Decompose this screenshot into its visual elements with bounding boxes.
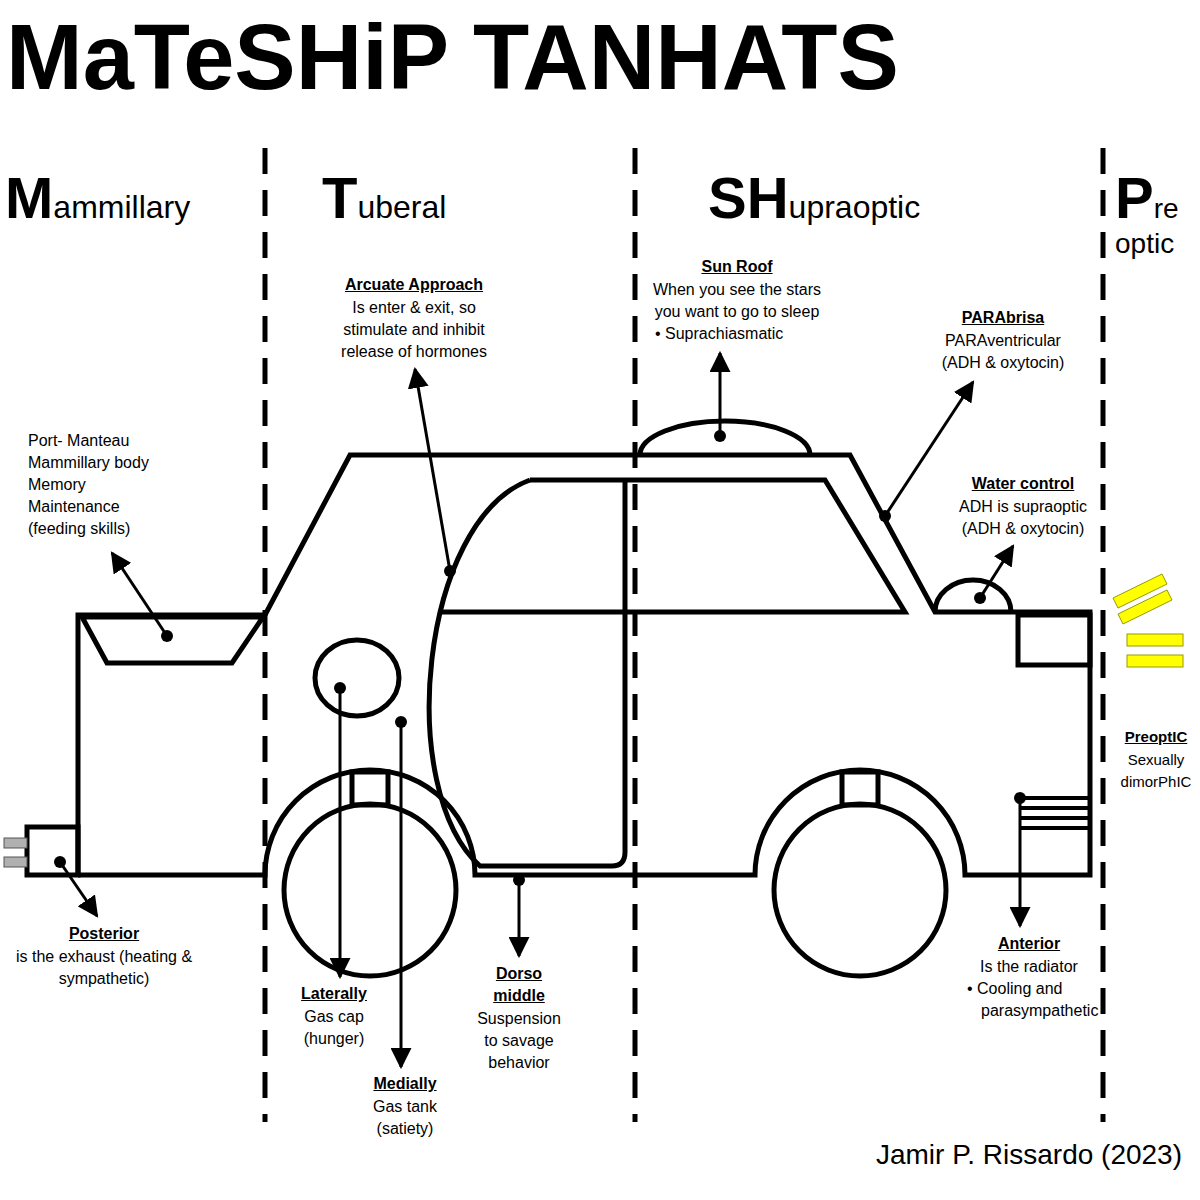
divider-line	[263, 148, 268, 1122]
car-body	[27, 421, 1090, 976]
window-line	[440, 480, 905, 612]
divider-line	[633, 148, 638, 1122]
region-initial: M	[5, 165, 53, 230]
callout-text: • Cooling and parasympathetic	[967, 978, 1095, 1022]
light-beam	[1118, 590, 1172, 624]
callout-text: ADH is supraoptic (ADH & oxytocin)	[948, 496, 1098, 540]
leader-line	[60, 862, 97, 916]
rear-wheel-mount	[352, 772, 388, 805]
callout-text: Suspension to savage behavior	[473, 1008, 565, 1074]
rear-wheel	[284, 804, 456, 976]
exhaust-pipe	[4, 838, 27, 848]
callout-heading: Anterior	[969, 933, 1089, 955]
callout-text: When you see the stars you want to go to…	[642, 279, 832, 323]
region-header: Mammillary	[5, 168, 265, 229]
region-header: SHupraoptic	[708, 168, 1098, 229]
leader-line	[112, 553, 167, 636]
region-header: Tuberal	[322, 168, 622, 229]
callout-heading: PreoptIC	[1116, 726, 1196, 748]
region-name: ammillary	[53, 189, 190, 225]
leader-line	[719, 353, 722, 436]
water-dome	[935, 580, 1011, 612]
callout-heading: Medially	[355, 1073, 455, 1095]
leader-line	[885, 382, 973, 516]
divider-line	[1101, 148, 1106, 1122]
callout-heading: PARAbrisa	[923, 307, 1083, 329]
callout-text: Is enter & exit, so stimulate and inhibi…	[325, 297, 503, 363]
callout-heading: Dorso middle	[484, 963, 554, 1007]
leader-dots	[54, 430, 1026, 886]
headlight-beams	[1113, 574, 1183, 667]
diagram-title: MaTeSHiP TANHATS	[6, 2, 899, 112]
callout-heading: Laterally	[284, 983, 384, 1005]
callout-heading: Water control	[948, 473, 1098, 495]
trunk-lid	[82, 617, 263, 663]
radiator-grille	[1020, 798, 1090, 828]
callout-text: Port- Manteau Mammillary body Memory Mai…	[28, 430, 168, 540]
author-caption: Jamir P. Rissardo (2023)	[876, 1138, 1182, 1172]
grille-line	[1020, 816, 1090, 820]
front-wheel-mount	[842, 772, 878, 805]
light-beam	[1127, 655, 1183, 667]
light-beam	[1127, 634, 1183, 646]
region-initial: P	[1115, 165, 1154, 230]
callout-text: Sexually dimorPhIC	[1117, 749, 1195, 793]
exhaust-pipes	[4, 838, 27, 867]
headlight	[1018, 615, 1090, 665]
leader-line	[400, 722, 403, 1067]
callout-heading: Sun Roof	[637, 256, 837, 278]
region-dividers	[265, 148, 1103, 1122]
region-name: uberal	[357, 189, 446, 225]
front-wheel	[774, 804, 946, 976]
door-outline	[429, 480, 625, 866]
callout-text: Gas cap (hunger)	[294, 1006, 374, 1050]
sun-roof	[640, 421, 810, 455]
leader-line	[518, 880, 521, 956]
callout-text: PARAventricular (ADH & oxytocin)	[928, 330, 1078, 374]
leader-line	[980, 546, 1013, 598]
region-initial: T	[322, 165, 357, 230]
callout-text: Gas tank (satiety)	[365, 1096, 445, 1140]
callout-heading: Posterior	[29, 923, 179, 945]
grille-line	[1020, 796, 1090, 800]
callout-heading: Arcuate Approach	[314, 274, 514, 296]
region-name: upraoptic	[789, 189, 921, 225]
leader-line	[1019, 798, 1022, 926]
car-outline	[78, 455, 1090, 875]
exhaust-box	[27, 827, 78, 875]
region-header: Pre optic	[1115, 168, 1195, 258]
exhaust-pipe	[4, 857, 27, 867]
callout-text: • Suprachiasmatic	[655, 323, 855, 345]
region-initial: SH	[708, 165, 789, 230]
leader-line	[415, 369, 450, 571]
fuel-cap	[315, 640, 399, 716]
leader-lines	[60, 353, 1020, 1067]
leader-line	[339, 688, 342, 977]
grille-line	[1020, 806, 1090, 810]
grille-line	[1020, 826, 1090, 830]
callout-text: is the exhaust (heating & sympathetic)	[14, 946, 194, 990]
callout-text: Is the radiator	[959, 956, 1099, 978]
